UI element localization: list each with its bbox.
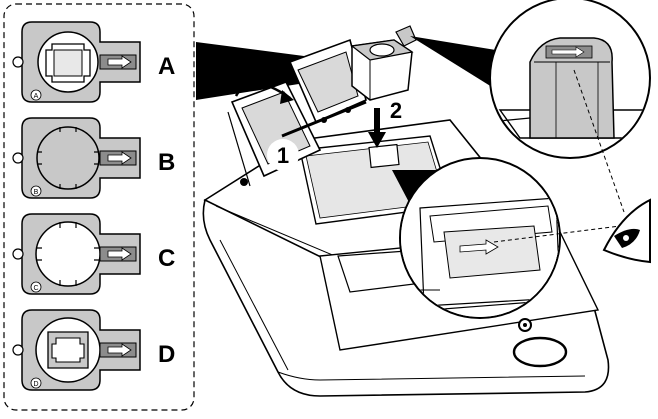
adapter-c: C C bbox=[12, 213, 175, 295]
step-2-label: 2 bbox=[390, 98, 402, 123]
adapter-b-mark: B bbox=[34, 189, 39, 196]
adapter-a-mark: A bbox=[34, 93, 39, 100]
callout-wedge-adapter bbox=[196, 42, 350, 100]
detail-zoom-top bbox=[489, 0, 651, 159]
callout-wedge-top-detail bbox=[410, 36, 508, 92]
adapter-c-label: C bbox=[158, 245, 175, 272]
adapter-b: B B bbox=[12, 117, 175, 199]
adapter-d-label: D bbox=[158, 341, 175, 368]
step-1-label: 1 bbox=[277, 143, 289, 168]
insert-direction-arrow bbox=[368, 108, 386, 148]
adapter-legend-panel: A A B B C C bbox=[3, 3, 195, 411]
adapter-a: A A bbox=[12, 21, 175, 103]
adapter-b-label: B bbox=[158, 149, 175, 176]
adapter-a-label: A bbox=[158, 53, 175, 80]
adapter-d: D D bbox=[12, 309, 175, 391]
detail-zoom-bottom bbox=[399, 157, 561, 319]
eye-icon bbox=[602, 198, 651, 264]
sight-lines bbox=[493, 69, 625, 243]
step-1-marker: 1 bbox=[234, 82, 299, 171]
instrument-lid-right bbox=[281, 38, 367, 138]
adapter-d-mark: D bbox=[33, 381, 38, 388]
power-button bbox=[512, 336, 568, 368]
adapter-c-mark: C bbox=[33, 285, 38, 292]
cell-adapter bbox=[350, 25, 417, 101]
